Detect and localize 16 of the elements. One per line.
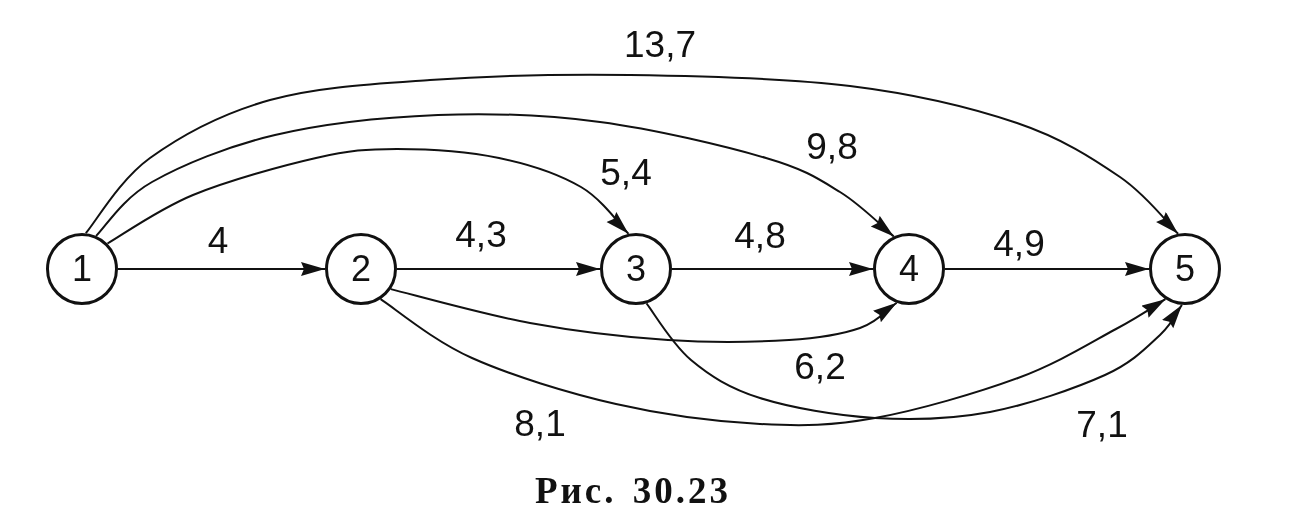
node-number: 4 (899, 251, 919, 287)
arrow (95, 113, 895, 238)
arrow (117, 262, 326, 276)
arrow (645, 302, 1183, 421)
arrow (396, 262, 601, 276)
arrow (84, 73, 1180, 235)
arrow (944, 262, 1150, 276)
figure-caption: Рис. 30.23 (534, 471, 732, 509)
node-number: 3 (626, 251, 646, 287)
arrow (106, 148, 630, 245)
node-number: 1 (72, 251, 92, 287)
node-number: 2 (351, 251, 371, 287)
arrow (379, 298, 1167, 427)
node-number: 5 (1175, 251, 1195, 287)
arrow (389, 288, 898, 343)
arrow (671, 262, 874, 276)
